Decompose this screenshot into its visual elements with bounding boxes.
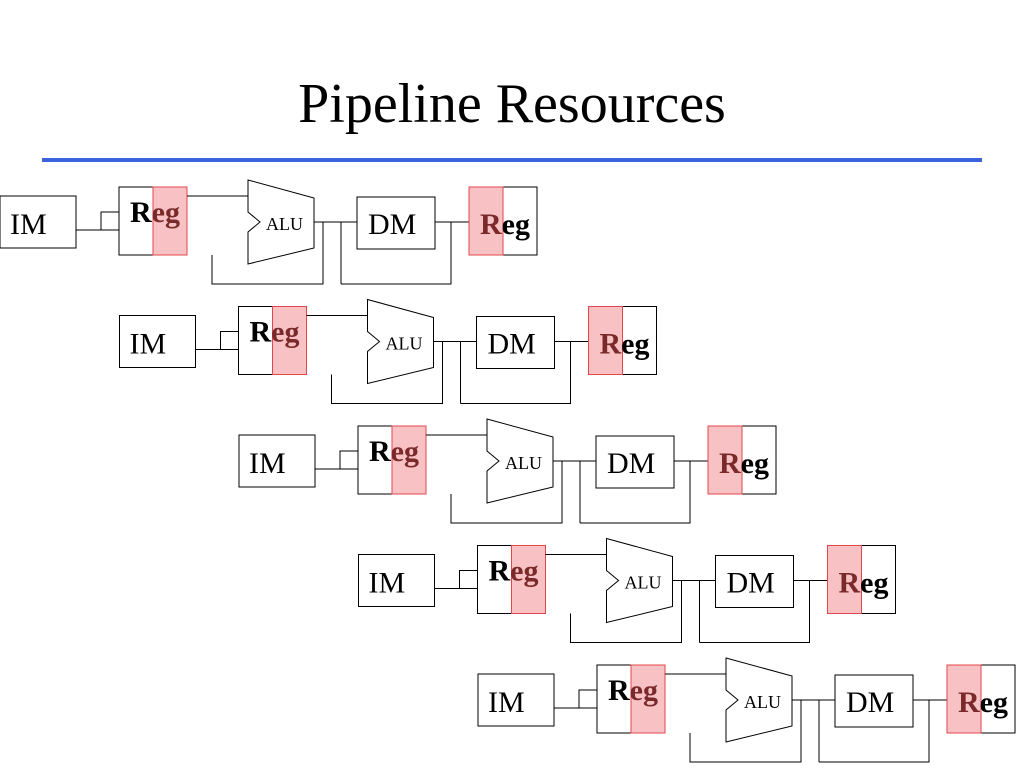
feedback-wire — [341, 222, 452, 285]
dm-label: DM — [368, 208, 416, 241]
data-memory-box — [715, 555, 794, 608]
reg-read-label: Reg — [489, 555, 539, 588]
alu-shape — [606, 537, 673, 624]
alu-label: ALU — [386, 334, 423, 354]
alu-shape — [367, 298, 434, 385]
instruction-memory-box — [238, 434, 316, 488]
slide-title: Pipeline Resources — [298, 73, 726, 135]
feedback-wire — [460, 341, 571, 404]
dm-label: DM — [488, 328, 536, 361]
register-read-highlight — [511, 545, 546, 614]
instruction-memory-box — [0, 195, 77, 249]
feedback-wire — [450, 461, 563, 524]
register-read-highlight — [152, 186, 188, 256]
reg-read-label: Reg — [608, 674, 658, 707]
reg-read-label: Reg — [250, 316, 300, 349]
connector-stub — [100, 211, 120, 231]
feedback-wire — [819, 700, 930, 763]
reg-write-label: Reg — [480, 208, 530, 241]
reg-write-label: Reg — [839, 567, 889, 600]
data-memory-box — [356, 196, 436, 250]
feedback-wire — [699, 580, 810, 643]
feedback-wire — [689, 700, 802, 763]
connector-stub — [578, 689, 598, 709]
dm-label: DM — [607, 447, 655, 480]
alu-label: ALU — [744, 692, 781, 712]
connector-stub — [220, 331, 239, 350]
instruction-memory-box — [119, 315, 196, 368]
reg-read-label: Reg — [369, 435, 419, 468]
data-memory-box — [595, 435, 675, 489]
register-read-highlight — [630, 664, 666, 734]
alu-label: ALU — [266, 214, 303, 234]
im-label: IM — [249, 447, 286, 480]
im-label: IM — [369, 567, 406, 600]
im-label: IM — [488, 686, 525, 719]
register-write-highlight — [707, 425, 743, 495]
feedback-wire — [331, 341, 443, 404]
feedback-wire — [570, 580, 682, 643]
feedback-wire — [580, 461, 691, 524]
dm-label: DM — [846, 686, 894, 719]
data-memory-box — [834, 674, 914, 728]
connector-stub — [339, 450, 359, 470]
reg-write-label: Reg — [958, 686, 1008, 719]
reg-write-label: Reg — [600, 328, 650, 361]
data-memory-box — [476, 316, 555, 369]
register-read-highlight — [391, 425, 427, 495]
instruction-memory-box — [358, 554, 435, 607]
register-write-highlight — [827, 545, 862, 614]
alu-shape — [486, 418, 554, 504]
alu-label: ALU — [625, 573, 662, 593]
im-label: IM — [10, 208, 47, 241]
register-write-highlight — [588, 306, 623, 375]
dm-label: DM — [727, 567, 775, 600]
reg-read-label: Reg — [130, 196, 180, 229]
reg-write-label: Reg — [719, 447, 769, 480]
connector-stub — [459, 570, 478, 589]
im-label: IM — [130, 328, 167, 361]
alu-label: ALU — [505, 453, 542, 473]
title-underline — [42, 158, 982, 162]
register-write-highlight — [468, 186, 504, 256]
register-read-highlight — [272, 306, 307, 375]
alu-shape — [725, 657, 793, 743]
register-write-highlight — [946, 664, 982, 734]
feedback-wire — [211, 222, 324, 285]
alu-shape — [247, 179, 315, 265]
instruction-memory-box — [477, 673, 555, 727]
